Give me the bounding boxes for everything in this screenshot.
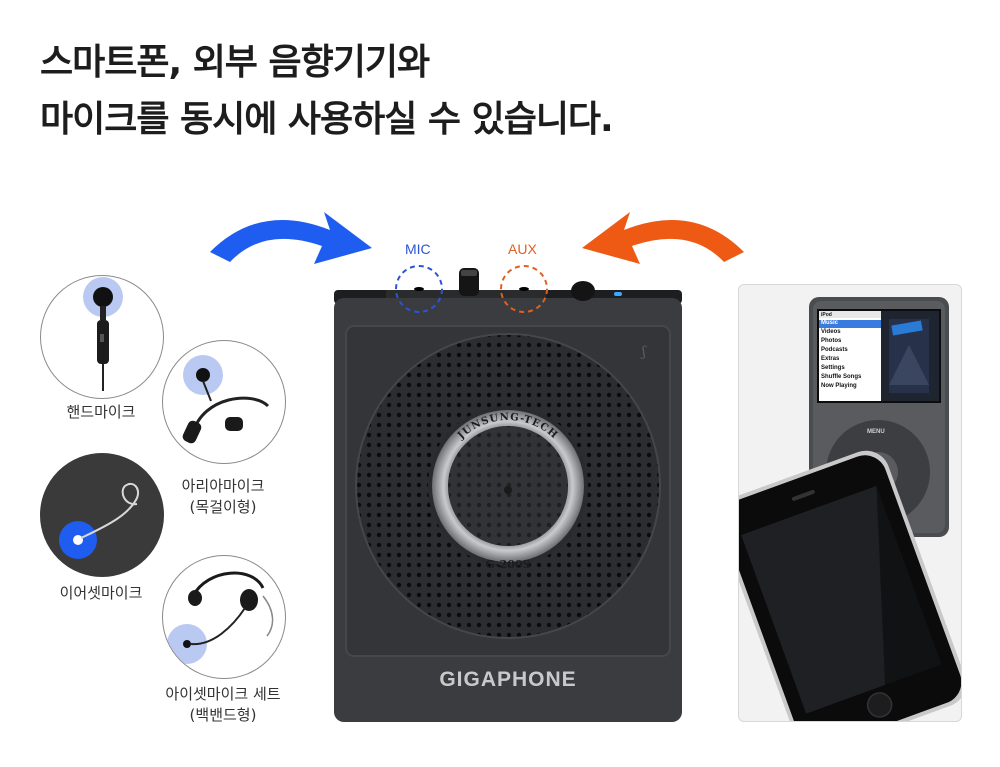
ipod-menu-item: Extras xyxy=(821,356,840,362)
mic-port-highlight xyxy=(395,265,443,313)
hand-mic-circle xyxy=(40,275,164,399)
hand-mic-label: 핸드마이크 xyxy=(66,403,136,421)
model-text: G-200S xyxy=(485,558,530,571)
neck-mic-label: 아리아마이크 (목걸이형) xyxy=(162,476,284,518)
power-led xyxy=(614,292,622,296)
ipod-menu-item: Shuffle Songs xyxy=(821,374,862,380)
ipod-menu-item: Now Playing xyxy=(821,383,857,389)
svg-text:JUNSUNG-TECH: JUNSUNG-TECH xyxy=(455,412,560,442)
hand-mic-icon xyxy=(83,277,123,391)
mic-port-label: MIC xyxy=(405,241,431,257)
ipod-menu-item: Photos xyxy=(821,338,842,344)
ipod-classic xyxy=(739,297,961,721)
neck-mic-icon xyxy=(182,355,270,444)
orange-arrow-icon xyxy=(582,212,744,264)
ipod-wheel-menu-label: MENU xyxy=(867,429,885,435)
ipod-menu-item: Music xyxy=(821,320,839,326)
neck-mic-circle xyxy=(162,340,286,464)
earset-mic-circle xyxy=(40,453,164,577)
power-button-icon[interactable] xyxy=(570,280,596,302)
headset-mic-label-line2: (백밴드형) xyxy=(189,706,257,724)
device-panel: iPod Music Videos Photos Podcasts Extras… xyxy=(738,284,962,722)
svg-text:ʃ: ʃ xyxy=(640,344,647,360)
headline-line-1: 스마트폰, 외부 음향기기와 xyxy=(40,42,430,83)
ring-text: JUNSUNG-TECH G-200S xyxy=(455,412,560,571)
headset-mic-circle xyxy=(162,555,286,679)
headline-line-2: 마이크를 동시에 사용하실 수 있습니다. xyxy=(40,99,614,140)
ipod-menu-item: Settings xyxy=(821,365,845,371)
volume-knob-icon[interactable] xyxy=(456,266,482,300)
speaker-body: ʃ xyxy=(334,290,682,722)
ipod-header: iPod xyxy=(821,312,832,318)
ipod-menu-item: Podcasts xyxy=(821,347,848,353)
ipod-menu-item: Videos xyxy=(821,329,841,335)
page-headline: 스마트폰, 외부 음향기기와 마이크를 동시에 사용하실 수 있습니다. xyxy=(40,34,614,148)
neck-mic-label-line1: 아리아마이크 xyxy=(181,477,265,495)
headset-mic-icon xyxy=(167,571,274,664)
earset-mic-icon xyxy=(59,482,139,559)
earset-mic-label: 이어셋마이크 xyxy=(59,584,143,602)
ring-top-text: JUNSUNG-TECH xyxy=(455,412,559,442)
aux-port-highlight xyxy=(500,265,548,313)
gigaphone-speaker: ʃ JUNSUNG-TECH G-200S GIGAPHONE xyxy=(334,265,682,722)
headset-mic-label: 아이셋마이크 세트 (백밴드형) xyxy=(162,684,284,726)
brand-logo: GIGAPHONE xyxy=(439,668,577,691)
headset-mic-label-line1: 아이셋마이크 세트 xyxy=(165,685,281,703)
aux-port-label: AUX xyxy=(508,241,537,257)
blue-arrow-icon xyxy=(210,212,372,264)
neck-mic-label-line2: (목걸이형) xyxy=(189,498,257,516)
